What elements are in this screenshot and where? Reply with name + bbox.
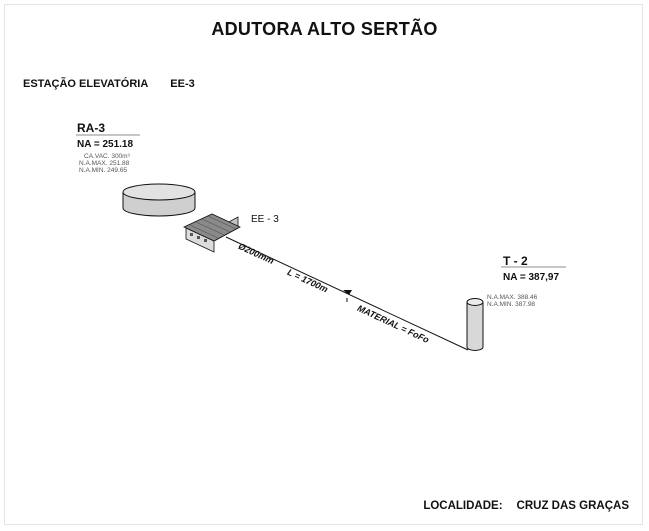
tank-t2-shape [466, 298, 484, 351]
flow-arrow [343, 290, 352, 295]
pipeline-line [225, 236, 469, 351]
tank-na-min: N.A.MIN. 387.98 [487, 301, 536, 308]
station-code: EE-3 [170, 78, 195, 90]
locality: LOCALIDADE: CRUZ DAS GRAÇAS [423, 500, 629, 512]
reservoir-na: NA = 251.18 [77, 139, 134, 150]
reservoir-na-max: N.A.MAX. 251.88 [79, 160, 130, 167]
station-label-text: ESTAÇÃO ELEVATÓRIA [23, 78, 149, 90]
reservoir-name: RA-3 [77, 121, 106, 135]
reservoir-capacity: CA.VAC. 300m³ [84, 153, 130, 160]
reservoir-na-min: N.A.MIN. 249.65 [79, 167, 128, 174]
pump-station-name: EE - 3 [251, 214, 279, 225]
tank-na: NA = 387,97 [503, 272, 560, 283]
pump-station-ee3-shape [183, 213, 241, 253]
drawing-frame [4, 4, 643, 525]
station-label: ESTAÇÃO ELEVATÓRIA EE-3 [23, 78, 195, 90]
locality-label: LOCALIDADE: [423, 500, 503, 512]
locality-value: CRUZ DAS GRAÇAS [516, 500, 629, 512]
diagram-title: ADUTORA ALTO SERTÃO [211, 19, 438, 39]
tank-na-max: N.A.MAX. 388.46 [487, 294, 538, 301]
reservoir-ra3-shape [122, 183, 196, 217]
tank-name: T - 2 [503, 254, 528, 268]
